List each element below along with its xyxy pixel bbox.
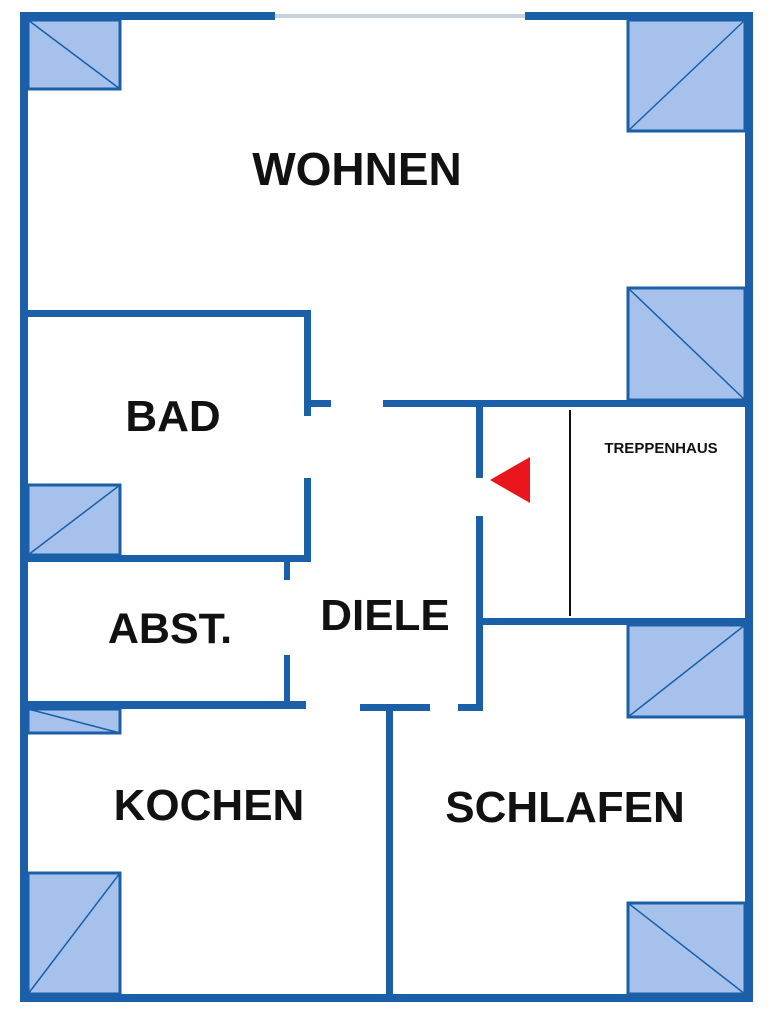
room-label-kochen: KOCHEN (114, 781, 305, 830)
wall-abst-right-upper (284, 560, 290, 580)
closet-icon (626, 18, 747, 133)
wall-bad-right-lower (304, 478, 311, 560)
closet-icon (26, 871, 122, 996)
room-label-diele: DIELE (320, 591, 450, 640)
room-label-treppenhaus: TREPPENHAUS (604, 440, 717, 457)
outer-wall-right (745, 12, 753, 1002)
entrance-arrow-icon (490, 457, 530, 503)
wall-kochen-schlafen (386, 704, 393, 999)
wall-abst-right-lower (284, 655, 290, 705)
wall-kochen-top-right (360, 704, 430, 711)
outer-wall-left (20, 12, 28, 1002)
outer-wall-top-right (525, 12, 753, 20)
wall-schlafen-top (458, 704, 483, 711)
closet-icon (26, 483, 122, 557)
closet-icon (26, 707, 122, 735)
closet-icon (626, 286, 747, 402)
closets (26, 18, 747, 996)
room-label-wohnen: WOHNEN (252, 143, 462, 195)
wall-abst-bottom (20, 701, 306, 709)
closet-icon (26, 18, 122, 91)
wall-bad-bottom (20, 555, 311, 562)
wall-diele-right-upper (476, 400, 483, 478)
wall-bad-right-upper (304, 310, 311, 416)
room-label-bad: BAD (125, 392, 220, 441)
room-label-schlafen: SCHLAFEN (445, 783, 685, 832)
wall-diele-right-lower (476, 516, 483, 709)
wall-wohnen-diele (383, 400, 753, 407)
wall-treppenhaus-bottom (476, 618, 753, 625)
outer-wall-top-left (20, 12, 275, 20)
walls (20, 12, 753, 1002)
closet-icon (626, 623, 747, 719)
wall-bad-door-stub (304, 400, 331, 407)
closet-icon (626, 901, 747, 996)
room-label-abst: ABST. (108, 605, 232, 653)
wall-wohnen-bad (20, 310, 311, 317)
room-labels: WOHNEN BAD TREPPENHAUS ABST. DIELE KOCHE… (108, 143, 718, 832)
